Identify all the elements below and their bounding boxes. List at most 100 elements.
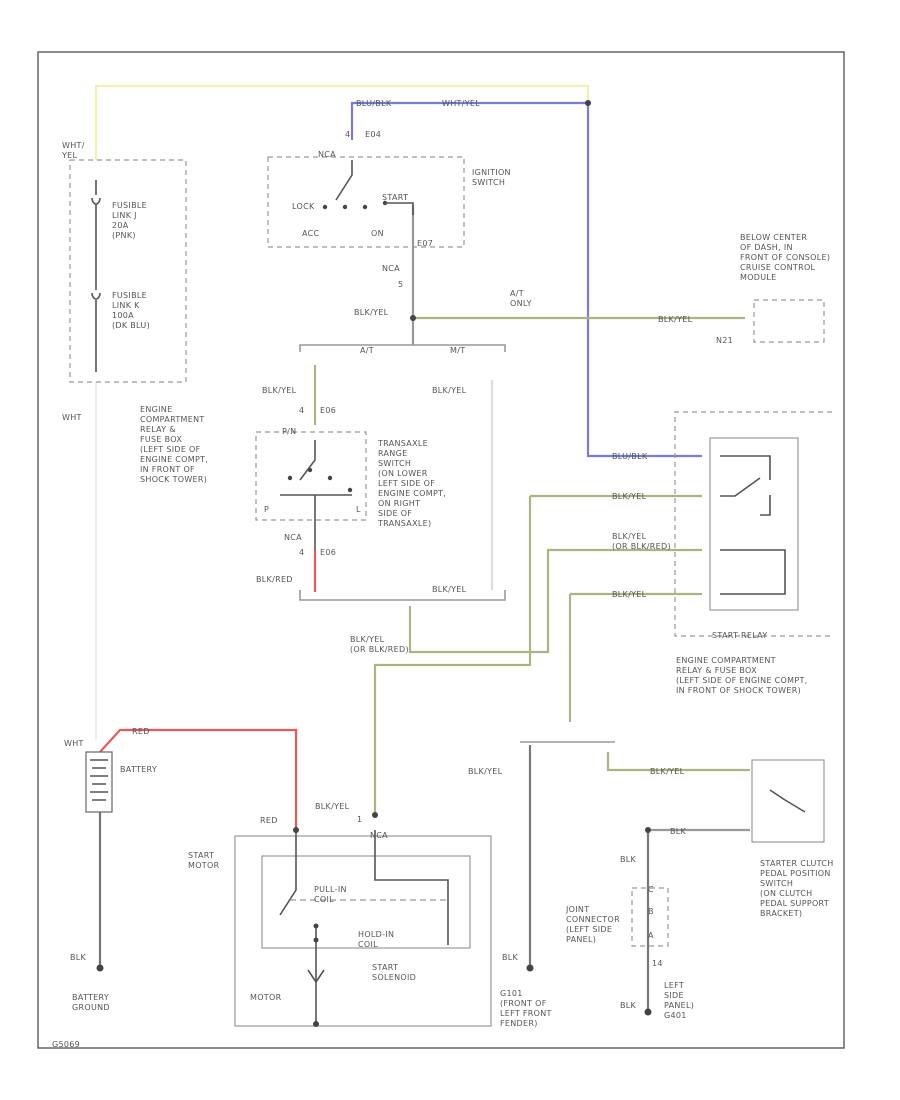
label-line: BLK/YEL [350, 635, 385, 644]
label-line: (LEFT SIDE OF ENGINE COMPT, [676, 676, 807, 685]
label-tr-p: P [264, 505, 269, 514]
motor-junction-1 [313, 923, 319, 929]
label-line: (ON CLUTCH [760, 889, 812, 898]
ignition-on-terminal [362, 204, 368, 210]
clutch-switch-wire [606, 752, 750, 772]
label-line: BLK/YEL [658, 315, 693, 324]
label-wht-top: WHT/YEL [61, 141, 85, 160]
label-blk-yel-mt: BLK/YEL [468, 767, 503, 776]
label-line: PULL-IN [314, 885, 347, 894]
label-line: E04 [365, 130, 381, 139]
label-line: COMPARTMENT [140, 415, 205, 424]
label-clutch-blk-yel: BLK/YEL [650, 767, 685, 776]
label-blu-blk-top: BLU/BLK [356, 99, 392, 108]
g401-ground-dot [644, 1008, 652, 1016]
label-at: A/T [360, 346, 374, 355]
g101-ground-dot [526, 964, 534, 972]
label-line: FENDER) [500, 1019, 538, 1028]
label-line: (DK BLU) [112, 321, 150, 330]
label-line: FUSE BOX [140, 435, 182, 444]
motor-s-terminal [372, 812, 378, 818]
label-blu-blk-relay: BLU/BLK [612, 452, 648, 461]
transaxle-switch-output [280, 494, 352, 550]
label-line: ACC [302, 229, 320, 238]
label-line: BATTERY [120, 765, 157, 774]
at-mt-bracket-bottom [299, 590, 506, 601]
label-blk-yel-right: BLK/YEL [432, 386, 467, 395]
label-line: P [264, 505, 269, 514]
label-line: ENGINE COMPT, [140, 455, 208, 464]
label-motor-nca: NCA [370, 831, 388, 840]
label-motor-1: 1 [357, 815, 362, 824]
label-ign-conn: E04 [365, 130, 381, 139]
label-line: FRONT OF CONSOLE) [740, 253, 830, 262]
wht-yel-wire-top [94, 84, 590, 160]
label-motor-red: RED [260, 816, 278, 825]
ignition-start-lead [385, 202, 414, 215]
label-line: IGNITION [472, 168, 511, 177]
label-line: BLK [670, 827, 687, 836]
motor-feed-wire [373, 496, 532, 815]
label-line: WHT/YEL [442, 99, 480, 108]
label-line: RELAY & [140, 425, 176, 434]
label-red-battery: RED [132, 727, 150, 736]
ignition-acc-terminal [342, 204, 348, 210]
label-line: SWITCH [760, 879, 793, 888]
start-relay-coil [720, 549, 786, 595]
label-line: (LEFT SIDE [566, 925, 612, 934]
label-line: A/T [360, 346, 374, 355]
motor-ground-dot [313, 1021, 319, 1027]
label-motor: MOTOR [250, 993, 282, 1002]
label-line: BLK/YEL [432, 386, 467, 395]
label-blk-joint: BLK [620, 855, 637, 864]
label-line: 14 [652, 959, 663, 968]
label-line: BLK [620, 1001, 637, 1010]
label-line: BLK/YEL [612, 532, 647, 541]
label-line: OF DASH, IN [740, 243, 793, 252]
blk-yel-or-blk-red-wire [408, 548, 702, 654]
label-cruise-pin: N21 [716, 336, 733, 345]
label-line: IN FRONT OF [140, 465, 195, 474]
label-line: BLU/BLK [612, 452, 648, 461]
label-blk-g401: BLK [620, 1001, 637, 1010]
label-line: 100A [112, 311, 134, 320]
label-mt: M/T [450, 346, 465, 355]
label-line: RELAY & FUSE BOX [676, 666, 757, 675]
label-line: SOLENOID [372, 973, 416, 982]
label-line: NCA [382, 264, 400, 273]
label-relay-blk-yel1: BLK/YEL [612, 492, 647, 501]
label-line: RED [260, 816, 278, 825]
label-ign-e07: E07 [417, 239, 433, 248]
label-line: SIDE OF [378, 509, 412, 518]
ignition-switch-box [267, 156, 465, 248]
label-tr-e06b: E06 [320, 548, 336, 557]
label-line: (FRONT OF [500, 999, 547, 1008]
label-line: CONNECTOR [566, 915, 620, 924]
motor-brush-symbol [307, 969, 325, 984]
label-line: SHOCK TOWER) [140, 475, 207, 484]
start-solenoid-box [261, 855, 471, 949]
label-jc-c: C [648, 885, 654, 894]
label-line: PANEL) [566, 935, 596, 944]
label-line: HOLD-IN [358, 930, 394, 939]
battery-symbol [85, 751, 113, 813]
label-line: START [382, 193, 408, 202]
label-line: 4 [299, 548, 304, 557]
label-line: ON RIGHT [378, 499, 420, 508]
label-line: BLK/YEL [432, 585, 467, 594]
clutch-junction-dot [645, 827, 651, 833]
label-line: BRACKET) [760, 909, 802, 918]
label-wht-left: WHT [62, 413, 82, 422]
label-line: P/N [282, 427, 296, 436]
label-line: E07 [417, 239, 433, 248]
label-line: G5069 [52, 1040, 80, 1049]
label-ign-4: 4 [345, 130, 350, 139]
fuse-box-left [69, 159, 187, 383]
battery-ground-dot [96, 964, 104, 972]
